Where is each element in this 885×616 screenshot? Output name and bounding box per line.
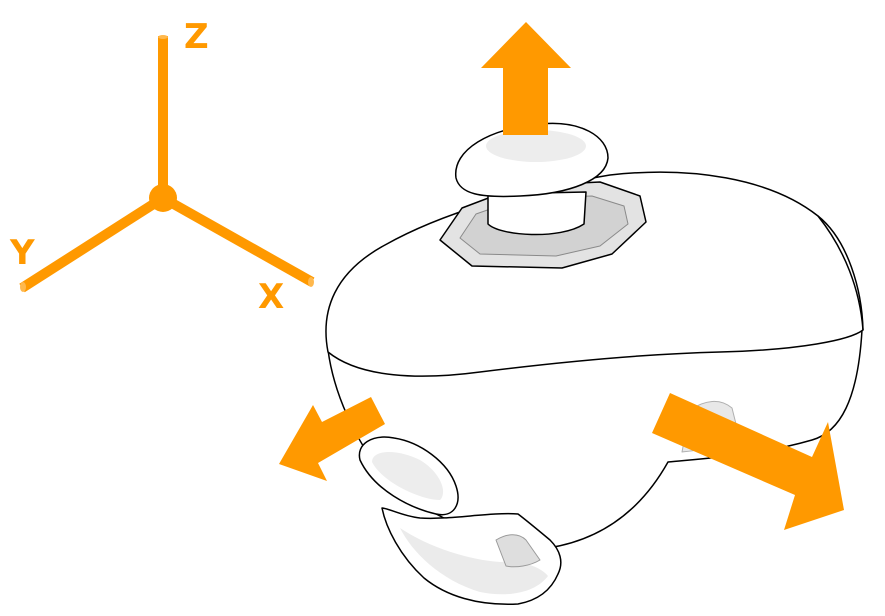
x-axis-label: X [258,277,284,317]
z-axis-label: Z [184,17,209,57]
grip-button-shade [400,528,548,595]
trigger-highlight [372,451,444,500]
x-axis-end [308,277,314,287]
thumbstick-cap-highlight [486,130,586,162]
motion-arrows [279,22,844,530]
axis-lines [19,36,315,293]
y-axis-end [20,282,26,292]
y-axis-label: Y [9,233,35,273]
x-axis-line [160,193,315,287]
arrow-left [279,397,385,481]
z-axis-end [158,35,168,39]
coordinate-axes: Z Y X [9,17,315,317]
axis-origin [149,184,177,212]
y-axis-line [19,193,166,293]
arrow-right [652,393,844,530]
controller [325,122,864,606]
thumbstick-stem [487,191,587,236]
grip-button-facet [495,534,541,568]
controller-right-edge [817,215,864,331]
arrow-up [481,22,571,135]
